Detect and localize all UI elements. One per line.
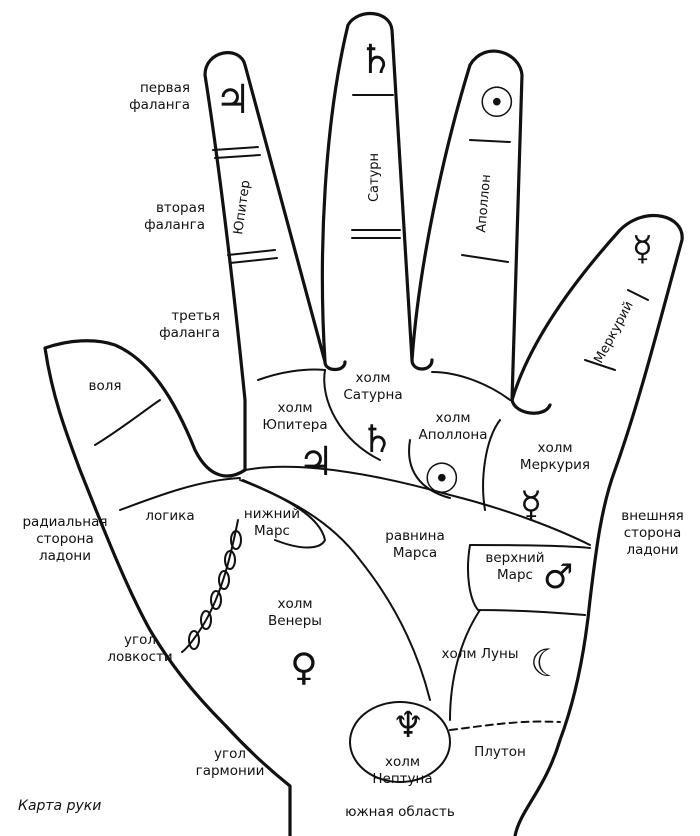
region-mount-moon: холм Луны	[441, 646, 519, 662]
region-mount-neptune: холм Нептуна	[372, 754, 433, 787]
jupiter-icon: ♃	[215, 77, 251, 123]
label-outer-side: внешняя сторона ладони	[621, 508, 684, 558]
region-will: воля	[88, 378, 122, 394]
region-pluto: Плутон	[474, 744, 526, 760]
mars-icon: ♂	[543, 557, 574, 597]
mercury-mount-icon: ☿	[520, 485, 543, 526]
figure-caption: Карта руки	[18, 798, 102, 814]
label-south-region: южная область	[345, 804, 455, 820]
jupiter-mount-icon: ♃	[298, 439, 334, 485]
label-radial-side: радиальная сторона ладони	[22, 514, 108, 564]
saturn-icon: ♄	[358, 37, 394, 83]
moon-icon: ☾	[530, 641, 565, 685]
label-second-phalanx: вторая фаланга	[144, 200, 205, 233]
label-first-phalanx: первая фаланга	[129, 80, 190, 113]
region-lower-mars: нижний Марс	[243, 506, 301, 539]
neptune-icon: ♆	[392, 705, 425, 746]
sun-mount-icon: ☉	[423, 454, 461, 503]
sun-icon: ☉	[478, 78, 516, 127]
label-third-phalanx: третья фаланга	[159, 308, 220, 341]
finger-saturn: Сатурн	[367, 152, 383, 203]
label-harmony-angle: угол гармонии	[195, 746, 265, 779]
region-mount-apollo: холм Аполлона	[418, 410, 488, 443]
region-mount-jupiter: холм Юпитера	[262, 400, 328, 433]
region-mount-saturn: холм Сатурна	[343, 370, 403, 403]
region-upper-mars: верхний Марс	[485, 550, 545, 583]
label-dexterity-angle: угол ловкости	[107, 632, 173, 665]
region-logic: логика	[145, 508, 195, 524]
hand-outline	[43, 11, 684, 836]
saturn-mount-icon: ♄	[360, 417, 395, 461]
venus-icon: ♀	[290, 645, 318, 689]
region-plain-mars: равнина Марса	[385, 528, 445, 561]
region-mount-venus: холм Венеры	[268, 596, 322, 629]
mercury-icon: ☿	[632, 229, 653, 269]
region-mount-mercury: холм Меркурия	[519, 440, 591, 473]
